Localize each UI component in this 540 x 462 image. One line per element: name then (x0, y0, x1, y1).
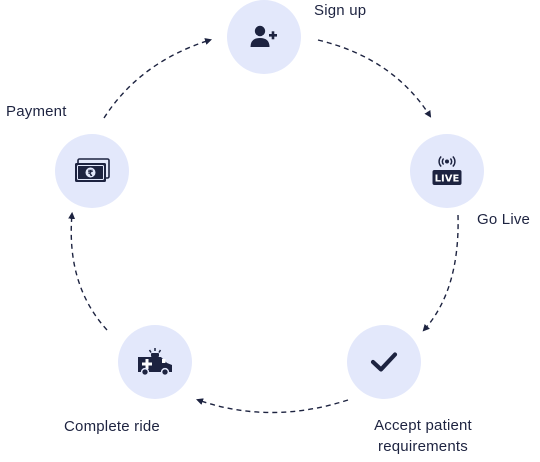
ambulance-icon (136, 347, 174, 377)
add-user-icon (250, 24, 278, 50)
step-label-accept-patient-requirements: Accept patient requirements (374, 417, 472, 455)
arrow-payment-to-signup (103, 38, 213, 119)
step-label-complete-ride: Complete ride (64, 418, 160, 435)
step-label-go-live: Go Live (477, 211, 531, 228)
arrow-golive-to-accept (422, 214, 459, 332)
step-label-payment: Payment (6, 103, 67, 120)
rupee-banknote-icon: ₹ (74, 158, 110, 184)
step-label-sign-up: Sign up (314, 2, 367, 19)
step-node-accept-patient-requirements (347, 325, 421, 399)
step-node-sign-up (227, 0, 301, 74)
checkmark-icon (370, 351, 398, 373)
svg-text:LIVE: LIVE (435, 174, 460, 185)
step-node-payment: ₹ (55, 134, 129, 208)
arrow-accept-to-complete (196, 398, 349, 414)
step-node-go-live: LIVE (410, 134, 484, 208)
arrow-signup-to-golive (317, 39, 432, 118)
arrow-complete-to-payment (68, 211, 108, 331)
step-node-complete-ride (118, 325, 192, 399)
live-broadcast-icon: LIVE (431, 155, 463, 187)
svg-text:₹: ₹ (88, 169, 94, 179)
